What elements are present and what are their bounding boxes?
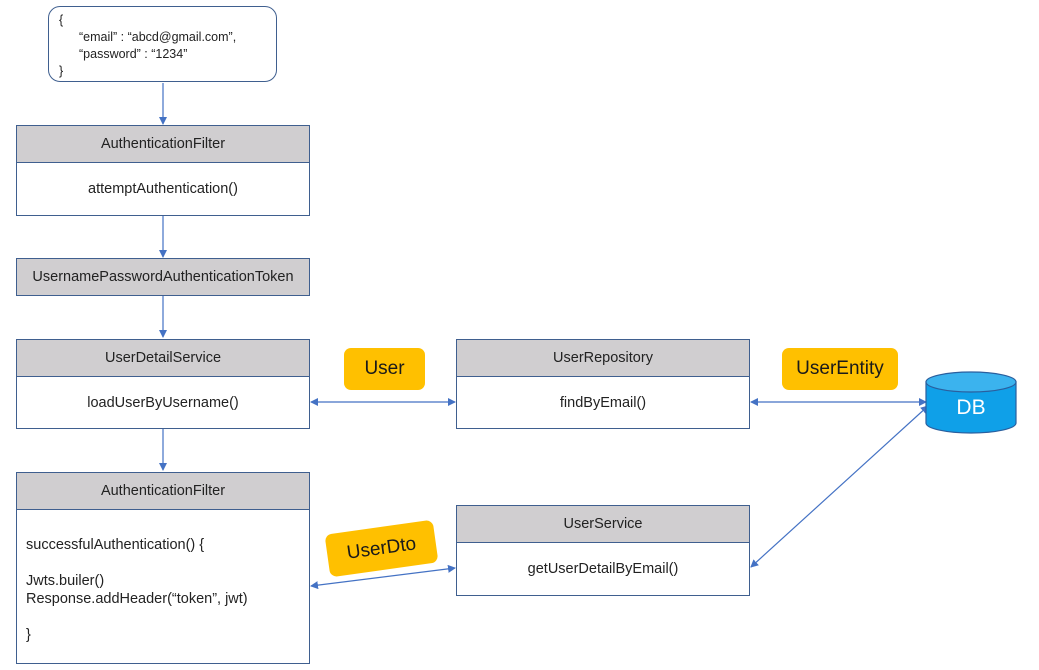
box-title: UserDetailService	[17, 340, 309, 377]
code-block: successfulAuthentication() { Jwts.builer…	[17, 510, 309, 644]
authentication-filter-bottom-box: AuthenticationFilter successfulAuthentic…	[16, 472, 310, 664]
box-title: UserService	[457, 506, 749, 543]
user-entity-tag: UserEntity	[782, 348, 898, 390]
box-title: UserRepository	[457, 340, 749, 377]
box-method: findByEmail()	[559, 394, 647, 411]
request-json-box: { “email” : “abcd@gmail.com”, “password”…	[48, 6, 277, 82]
code-line: successfulAuthentication() {	[26, 537, 205, 553]
user-service-box: UserService getUserDetailByEmail()	[456, 505, 750, 596]
arrow-filter-userservice	[310, 564, 456, 590]
json-line: }	[59, 64, 64, 78]
user-tag: User	[344, 348, 425, 390]
code-line	[26, 608, 309, 626]
box-title: AuthenticationFilter	[17, 126, 309, 163]
box-method: attemptAuthentication()	[88, 181, 238, 197]
db-cylinder	[925, 371, 1017, 434]
db-label: DB	[956, 396, 986, 419]
box-method: getUserDetailByEmail()	[527, 561, 679, 577]
arrow-db-userservice	[750, 405, 929, 568]
box-title: AuthenticationFilter	[17, 473, 309, 510]
user-repository-box: UserRepository findByEmail()	[456, 339, 750, 429]
code-line	[26, 554, 309, 572]
code-line: }	[26, 627, 31, 643]
authentication-filter-top-box: AuthenticationFilter attemptAuthenticati…	[16, 125, 310, 216]
user-detail-service-box: UserDetailService loadUserByUsername()	[16, 339, 310, 429]
code-line: Jwts.builer()	[26, 573, 105, 589]
code-line: Response.addHeader(“token”, jwt)	[26, 591, 248, 607]
json-line: “email” : “abcd@gmail.com”,	[79, 30, 237, 44]
token-box: UsernamePasswordAuthenticationToken	[16, 258, 310, 296]
box-method: loadUserByUsername()	[87, 394, 239, 411]
json-line: “password” : “1234”	[79, 47, 188, 61]
json-line: {	[59, 13, 64, 27]
